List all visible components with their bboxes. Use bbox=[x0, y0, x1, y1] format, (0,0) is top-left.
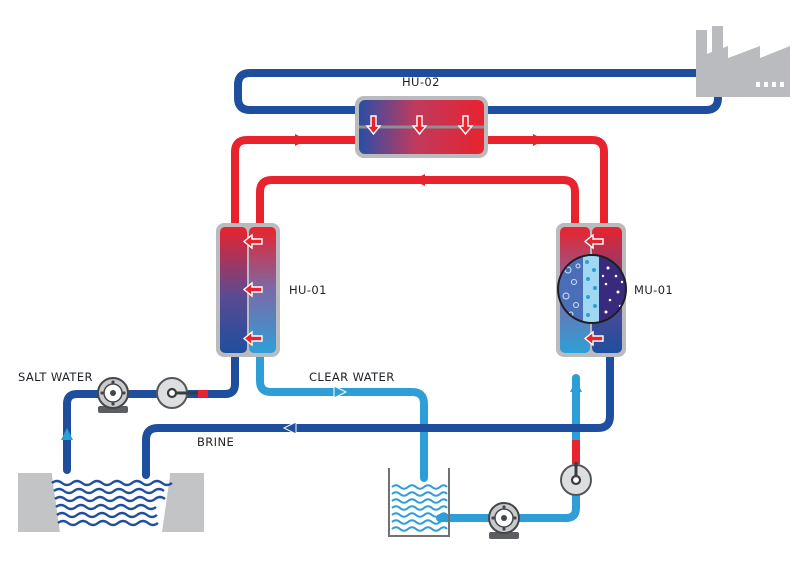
arrow-icon bbox=[570, 380, 582, 392]
pipe-joint-marker bbox=[198, 390, 208, 398]
factory-supply-pipe bbox=[482, 88, 722, 114]
arrow-left-icon bbox=[242, 233, 263, 250]
valve-icon bbox=[156, 377, 198, 409]
clear-water-pump-icon bbox=[488, 502, 520, 539]
brine-pipe bbox=[142, 350, 614, 479]
arrow-left-icon bbox=[242, 330, 263, 347]
arrow-icon bbox=[333, 385, 348, 399]
mu-01-membrane-unit bbox=[556, 223, 627, 357]
valve-icon bbox=[560, 462, 592, 496]
sea-basin bbox=[18, 473, 204, 532]
hu-01-heat-exchanger bbox=[216, 223, 280, 357]
arrow-icon bbox=[295, 134, 307, 146]
hot-pipe-hu02-to-mu01 bbox=[482, 136, 608, 230]
clear-water-return-pipe bbox=[436, 374, 580, 522]
arrow-icon bbox=[533, 134, 545, 146]
hot-pipe-hu01-to-hu02 bbox=[231, 136, 362, 230]
flow-arrows bbox=[61, 134, 582, 440]
factory-icon bbox=[696, 26, 790, 97]
water-waves-icon bbox=[51, 479, 173, 527]
hu-02-label: HU-02 bbox=[402, 75, 440, 89]
hu-02-heat-exchanger bbox=[355, 96, 488, 158]
clear-water-tank bbox=[388, 468, 450, 537]
water-waves-icon bbox=[391, 484, 448, 532]
factory-loop-pipe bbox=[234, 69, 704, 114]
arrow-down-icon bbox=[457, 115, 474, 136]
mu-01-label: MU-01 bbox=[634, 283, 673, 297]
salt-water-pipe bbox=[63, 390, 190, 474]
membrane-magnifier-icon bbox=[557, 254, 627, 324]
salt-water-pipe-to-hu01 bbox=[182, 350, 239, 398]
brine-label: BRINE bbox=[197, 435, 234, 449]
arrow-left-icon bbox=[583, 233, 604, 250]
arrow-left-icon bbox=[583, 330, 604, 347]
arrow-icon bbox=[413, 174, 425, 186]
pipe-joint-marker bbox=[572, 440, 580, 464]
arrow-down-icon bbox=[411, 115, 428, 136]
arrow-left-icon bbox=[242, 281, 263, 298]
arrow-down-icon bbox=[365, 115, 382, 136]
salt-water-label: SALT WATER bbox=[18, 370, 93, 384]
hu-01-label: HU-01 bbox=[289, 283, 327, 297]
arrow-icon bbox=[282, 421, 297, 435]
hot-pipe-mu01-to-hu01 bbox=[256, 176, 579, 230]
salt-water-pump-icon bbox=[97, 377, 129, 413]
arrow-icon bbox=[61, 428, 73, 440]
clear-water-label: CLEAR WATER bbox=[309, 370, 395, 384]
